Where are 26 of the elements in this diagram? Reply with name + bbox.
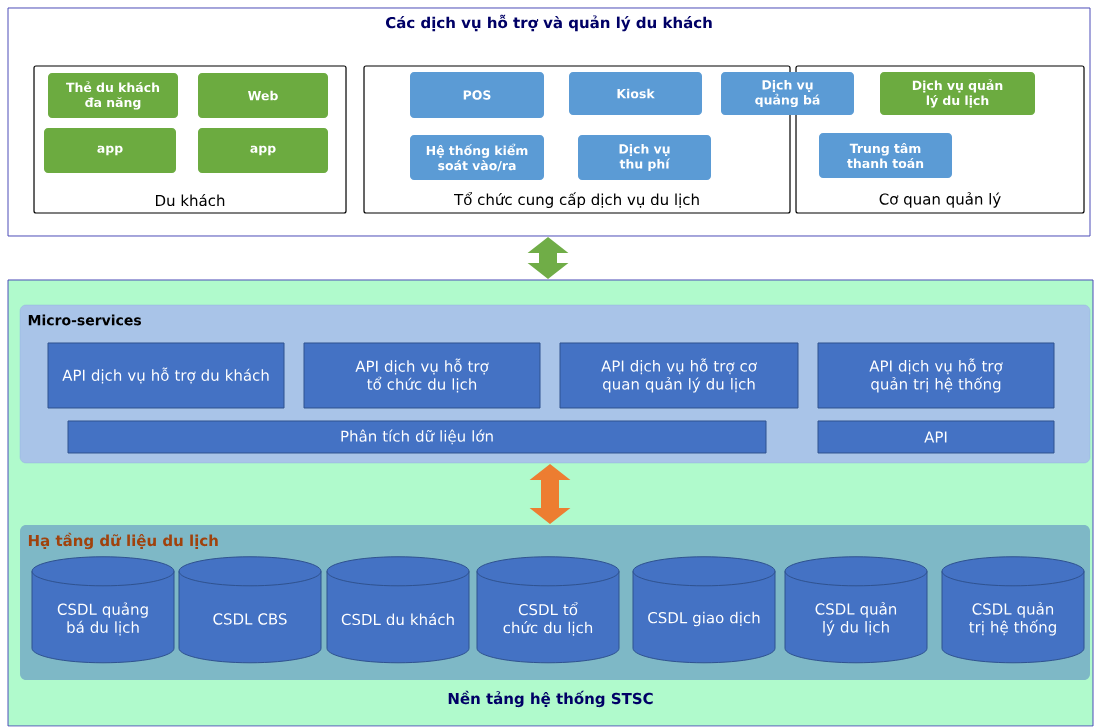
- service-box: Trung tâm thanh toán: [819, 133, 952, 178]
- service-box: Hệ thống kiểm soát vào/ra: [410, 135, 544, 180]
- api-box: Phân tích dữ liệu lớn: [67, 420, 767, 454]
- double-arrow: [527, 237, 569, 279]
- database-cylinder: CSDL du khách: [326, 556, 470, 664]
- database-cylinder: CSDL quản lý du lịch: [784, 556, 928, 664]
- api-box: API dịch vụ hỗ trợ quản trị hệ thống: [817, 342, 1055, 409]
- service-box: Web: [198, 73, 328, 118]
- service-box: Dịch vụ quảng bá: [721, 72, 854, 115]
- database-cylinder: CSDL quản trị hệ thống: [941, 556, 1085, 664]
- service-box: Dịch vụ quản lý du lịch: [880, 72, 1035, 115]
- api-box: API: [817, 420, 1055, 454]
- service-box: Dịch vụ thu phí: [578, 135, 711, 180]
- api-box: API dịch vụ hỗ trợ cơ quan quản lý du lịch: [559, 342, 799, 409]
- database-cylinder: CSDL quảng bá du lịch: [31, 556, 175, 664]
- api-box: API dịch vụ hỗ trợ tổ chức du lịch: [303, 342, 541, 409]
- database-cylinder: CSDL CBS: [178, 556, 322, 664]
- service-box: Kiosk: [569, 72, 702, 115]
- double-arrow: [529, 464, 571, 524]
- database-cylinder: CSDL giao dịch: [632, 556, 776, 664]
- database-cylinder: CSDL tổ chức du lịch: [476, 556, 620, 664]
- service-box: POS: [410, 72, 544, 118]
- api-box: API dịch vụ hỗ trợ du khách: [47, 342, 285, 409]
- service-box: Thẻ du khách đa năng: [48, 73, 178, 118]
- service-box: app: [198, 128, 328, 173]
- service-box: app: [44, 128, 176, 173]
